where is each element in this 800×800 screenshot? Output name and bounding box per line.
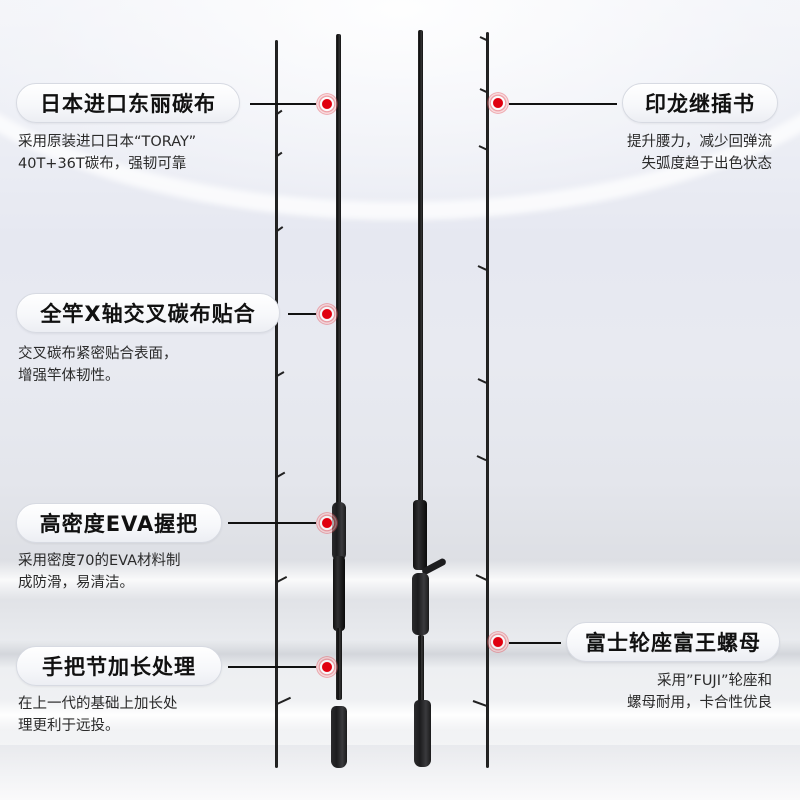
feature-title: 手把节加长处理 xyxy=(16,646,222,686)
target-dot-icon xyxy=(316,656,338,678)
fore-grip xyxy=(412,573,429,635)
target-dot-icon xyxy=(487,92,509,114)
desc-line: 理更利于远投。 xyxy=(18,718,120,734)
leader-line xyxy=(509,103,617,105)
leader-line xyxy=(509,642,561,644)
rear-grip xyxy=(414,700,431,767)
feature-description: 采用密度70的EVA材料制 成防滑，易清洁。 xyxy=(18,550,181,594)
desc-line: 采用”FUJI”轮座和 xyxy=(656,673,772,689)
target-dot-icon xyxy=(316,93,338,115)
feature-description: 采用”FUJI”轮座和 螺母耐用，卡合性优良 xyxy=(627,670,772,714)
feature-description: 采用原装进口日本“TORAY” 40T+36T碳布，强韧可靠 xyxy=(18,131,196,175)
reel-seat xyxy=(413,500,427,570)
desc-line: 交叉碳布紧密贴合表面， xyxy=(18,346,178,362)
desc-line: 在上一代的基础上加长处 xyxy=(18,696,178,712)
leader-line xyxy=(288,313,316,315)
feature-title: 富士轮座富王螺母 xyxy=(566,622,780,662)
desc-line: 采用密度70的EVA材料制 xyxy=(18,553,181,569)
leader-line xyxy=(228,522,316,524)
desc-line: 增强竿体韧性。 xyxy=(18,368,120,384)
desc-line: 失弧度趋于出色状态 xyxy=(641,156,773,172)
feature-title: 印龙继插书 xyxy=(622,83,778,123)
desc-line: 提升腰力，减少回弹流 xyxy=(627,134,772,150)
feature-title: 日本进口东丽碳布 xyxy=(16,83,240,123)
target-dot-icon xyxy=(487,631,509,653)
target-dot-icon xyxy=(316,512,338,534)
desc-line: 采用原装进口日本“TORAY” xyxy=(18,134,197,150)
leader-line xyxy=(250,103,316,105)
feature-title: 高密度EVA握把 xyxy=(16,503,222,543)
leader-line xyxy=(228,666,316,668)
feature-description: 交叉碳布紧密贴合表面， 增强竿体韧性。 xyxy=(18,343,178,387)
desc-line: 螺母耐用，卡合性优良 xyxy=(627,695,772,711)
desc-line: 成防滑，易清洁。 xyxy=(18,575,134,591)
reel-seat xyxy=(333,556,345,631)
desc-line: 40T+36T碳布，强韧可靠 xyxy=(18,156,187,172)
rear-grip xyxy=(331,706,347,768)
target-dot-icon xyxy=(316,303,338,325)
feature-description: 在上一代的基础上加长处 理更利于远投。 xyxy=(18,693,178,737)
feature-title: 全竿X轴交叉碳布贴合 xyxy=(16,293,280,333)
feature-description: 提升腰力，减少回弹流 失弧度趋于出色状态 xyxy=(627,131,772,175)
background-floor xyxy=(0,745,800,800)
